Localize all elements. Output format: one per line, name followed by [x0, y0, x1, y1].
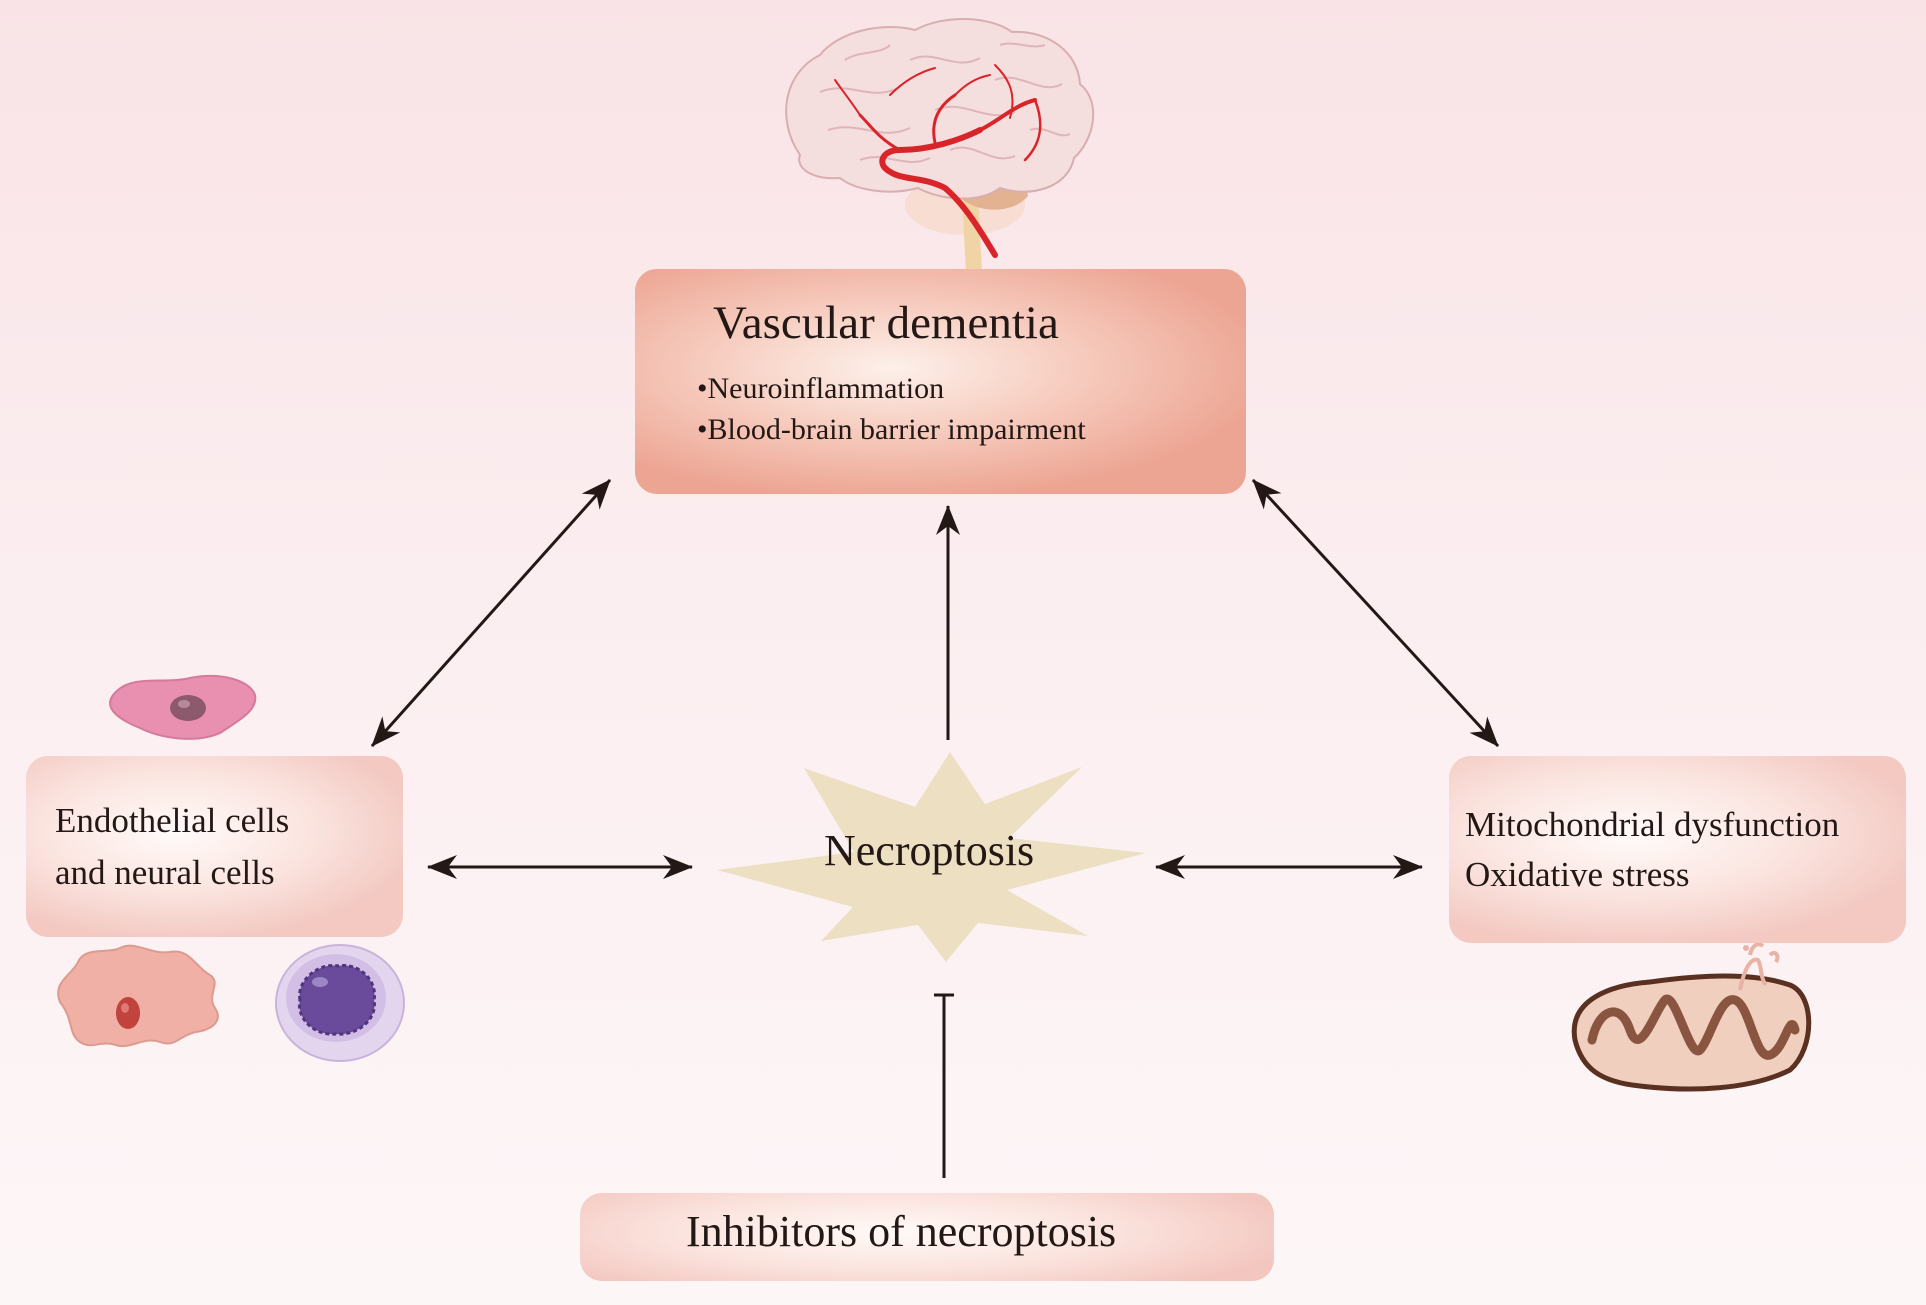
left-box-line-2: and neural cells [55, 853, 275, 892]
inhibitors-box [580, 1193, 1274, 1281]
endothelial-cell-icon [109, 674, 257, 740]
blood-vessels [834, 64, 1042, 258]
mitochondrial-oxidative-box [1449, 756, 1906, 943]
brain-folds [819, 42, 1071, 163]
necroptosis-label: Necroptosis [824, 826, 1035, 875]
arrow-main-to-right [1251, 478, 1500, 748]
arrow-left-to-main [370, 478, 612, 748]
bullet-bbb-impairment: •Blood-brain barrier impairment [697, 413, 1086, 446]
vascular-dementia-box [635, 269, 1246, 494]
vascular-dementia-title: Vascular dementia [713, 297, 1059, 349]
right-box-line-1: Mitochondrial dysfunction [1465, 805, 1840, 844]
inhibitors-label: Inhibitors of necroptosis [686, 1207, 1117, 1256]
endothelial-neural-cells-box [26, 756, 403, 937]
astrocyte-cell-icon [57, 944, 219, 1048]
bullet-neuroinflammation: •Neuroinflammation [697, 372, 945, 405]
microglia-cell-icon [275, 944, 405, 1062]
right-box-line-2: Oxidative stress [1465, 855, 1690, 894]
inhibition-connector [934, 993, 954, 1178]
left-box-line-1: Endothelial cells [55, 801, 290, 840]
